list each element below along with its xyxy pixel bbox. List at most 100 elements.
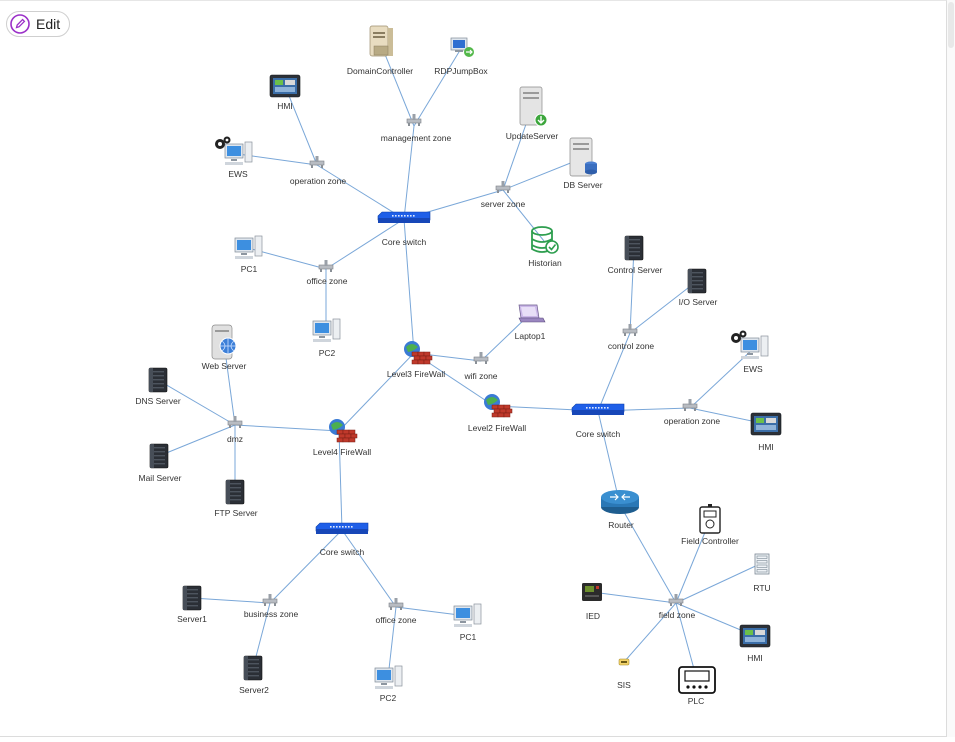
hub-icon[interactable]	[495, 181, 511, 193]
hub-icon[interactable]	[668, 594, 684, 606]
field-controller-icon[interactable]	[699, 504, 721, 534]
node-label-updateserver: UpdateServer	[506, 131, 559, 141]
rack-server-icon[interactable]	[182, 585, 202, 611]
node-label-coreswitch_top: Core switch	[382, 237, 427, 247]
switch-icon[interactable]	[315, 522, 369, 534]
remote-desktop-icon[interactable]	[450, 37, 474, 57]
links-layer	[157, 41, 767, 681]
hmi-panel-icon[interactable]	[739, 624, 771, 648]
server-tower-icon[interactable]	[369, 25, 393, 57]
node-label-fieldzone: field zone	[659, 610, 696, 620]
firewall-icon[interactable]	[484, 394, 513, 418]
rack-server-icon[interactable]	[687, 268, 707, 294]
node-label-ews_right: EWS	[743, 364, 763, 374]
hub-icon[interactable]	[388, 598, 404, 610]
hub-icon[interactable]	[682, 399, 698, 411]
pc-icon[interactable]	[453, 603, 482, 627]
plc-icon[interactable]	[678, 666, 716, 694]
hub-icon[interactable]	[262, 594, 278, 606]
hub-icon[interactable]	[227, 416, 243, 428]
rack-server-icon[interactable]	[149, 443, 169, 469]
link-sis-fieldzone	[623, 602, 677, 663]
link-router-fieldzone	[619, 504, 677, 604]
node-label-ews_top: EWS	[228, 169, 248, 179]
hmi-panel-icon[interactable]	[269, 74, 301, 98]
node-label-domaincontroller: DomainController	[347, 66, 413, 76]
node-label-ioserver: I/O Server	[679, 297, 718, 307]
database-server-icon[interactable]	[569, 137, 597, 177]
update-server-icon[interactable]	[519, 86, 548, 127]
link-opzone_top-coreswitch_top	[316, 164, 405, 220]
node-label-mailserver: Mail Server	[139, 473, 182, 483]
link-officezone_bottom-pc2_bottom	[387, 606, 397, 679]
link-l3fw-l4fw	[338, 352, 415, 432]
hub-icon[interactable]	[473, 352, 489, 364]
node-label-coreswitch_right: Core switch	[576, 429, 621, 439]
switch-icon[interactable]	[571, 403, 625, 415]
rack-server-icon[interactable]	[624, 235, 644, 261]
node-label-hmi_right: HMI	[758, 442, 774, 452]
node-label-server2: Server2	[239, 685, 269, 695]
web-server-icon[interactable]	[211, 324, 237, 360]
router-icon[interactable]	[601, 490, 639, 514]
node-label-pc2_bottom: PC2	[380, 693, 397, 703]
switch-icon[interactable]	[377, 211, 431, 223]
vertical-scrollbar[interactable]	[947, 0, 955, 737]
node-label-dbserver: DB Server	[563, 180, 602, 190]
edit-button-label: Edit	[36, 16, 61, 32]
pc-icon[interactable]	[312, 318, 341, 342]
scrollbar-thumb[interactable]	[948, 2, 954, 48]
node-label-pc1_bottom: PC1	[460, 632, 477, 642]
rack-server-icon[interactable]	[225, 479, 245, 505]
node-label-hmi_field: HMI	[747, 653, 763, 663]
laptop-icon[interactable]	[518, 304, 546, 323]
link-coreswitch_bottom-officezone_bottom	[341, 529, 397, 608]
rtu-icon[interactable]	[754, 553, 770, 575]
engineering-workstation-icon[interactable]	[731, 330, 769, 360]
node-label-router: Router	[608, 520, 634, 530]
node-label-controlzone: control zone	[608, 341, 655, 351]
edit-button[interactable]: Edit	[6, 11, 71, 37]
rack-server-icon[interactable]	[243, 655, 263, 681]
node-label-ftpserver: FTP Server	[214, 508, 257, 518]
link-dmz-l4fw	[234, 424, 340, 432]
link-coreswitch_top-l3fw	[403, 218, 415, 354]
link-server1-businesszone	[191, 597, 271, 604]
link-rtu-fieldzone	[675, 562, 763, 604]
sis-icon[interactable]	[618, 658, 630, 666]
node-label-l3fw: Level3 FireWall	[387, 369, 445, 379]
link-controlserver-controlzone	[629, 247, 635, 334]
link-coreswitch_bottom-businesszone	[269, 529, 343, 604]
rack-server-icon[interactable]	[148, 367, 168, 393]
hmi-panel-icon[interactable]	[750, 412, 782, 436]
link-dnsserver-dmz	[157, 379, 236, 426]
node-label-opzone_right: operation zone	[664, 416, 721, 426]
node-label-controlserver: Control Server	[608, 265, 663, 275]
node-label-mgmt: management zone	[381, 133, 452, 143]
node-label-hmi_top: HMI	[277, 101, 293, 111]
ied-icon[interactable]	[582, 583, 602, 601]
pc-icon[interactable]	[234, 235, 263, 259]
engineering-workstation-icon[interactable]	[215, 136, 253, 166]
link-fieldcontroller-fieldzone	[675, 519, 711, 604]
hub-icon[interactable]	[318, 260, 334, 272]
link-mailserver-dmz	[158, 424, 236, 457]
pc-icon[interactable]	[374, 665, 403, 689]
hub-icon[interactable]	[309, 156, 325, 168]
historian-icon[interactable]	[531, 226, 559, 254]
link-ioserver-controlzone	[629, 280, 698, 334]
node-label-sis: SIS	[617, 680, 631, 690]
node-label-businesszone: business zone	[244, 609, 299, 619]
node-label-laptop1: Laptop1	[515, 331, 546, 341]
node-label-rdpjumpbox: RDPJumpBox	[434, 66, 488, 76]
link-l4fw-coreswitch_bottom	[338, 430, 343, 531]
node-label-officezone_bottom: office zone	[376, 615, 417, 625]
hub-icon[interactable]	[406, 114, 422, 126]
firewall-icon[interactable]	[329, 419, 358, 443]
hub-icon[interactable]	[622, 324, 638, 336]
node-label-fieldcontroller: Field Controller	[681, 536, 739, 546]
node-label-l2fw: Level2 FireWall	[468, 423, 526, 433]
node-label-rtu: RTU	[753, 583, 770, 593]
firewall-icon[interactable]	[404, 341, 433, 365]
